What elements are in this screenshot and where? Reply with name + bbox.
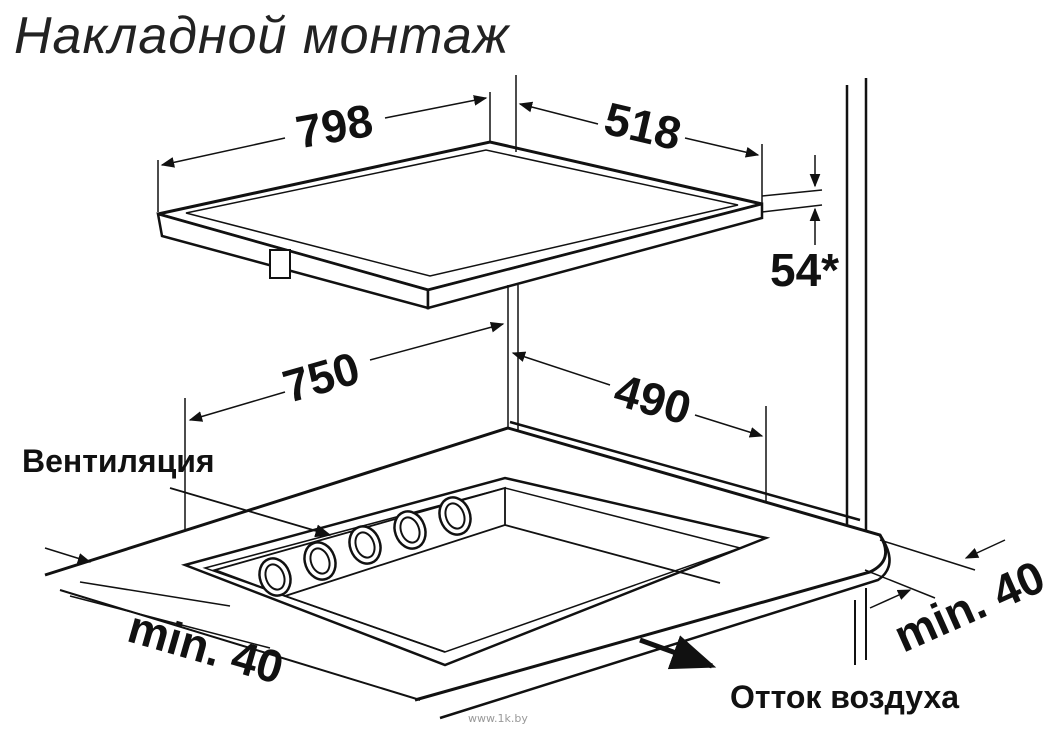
watermark: www.1k.by bbox=[468, 712, 528, 725]
hob bbox=[156, 140, 764, 310]
page-title: Накладной монтаж bbox=[14, 7, 510, 65]
dim-hob-depth: 518 bbox=[600, 92, 686, 160]
air-outflow-label: Отток воздуха bbox=[730, 679, 959, 715]
dim-hob-width: 798 bbox=[292, 94, 377, 159]
ventilation-holes bbox=[258, 496, 472, 597]
ventilation-label: Вентиляция bbox=[22, 443, 215, 479]
dim-hob-height: 54* bbox=[770, 244, 839, 296]
dim-cutout-width: 750 bbox=[277, 342, 365, 413]
dim-cutout-depth: 490 bbox=[609, 364, 697, 435]
wall bbox=[845, 78, 868, 665]
dimension-arrows bbox=[44, 95, 1006, 670]
